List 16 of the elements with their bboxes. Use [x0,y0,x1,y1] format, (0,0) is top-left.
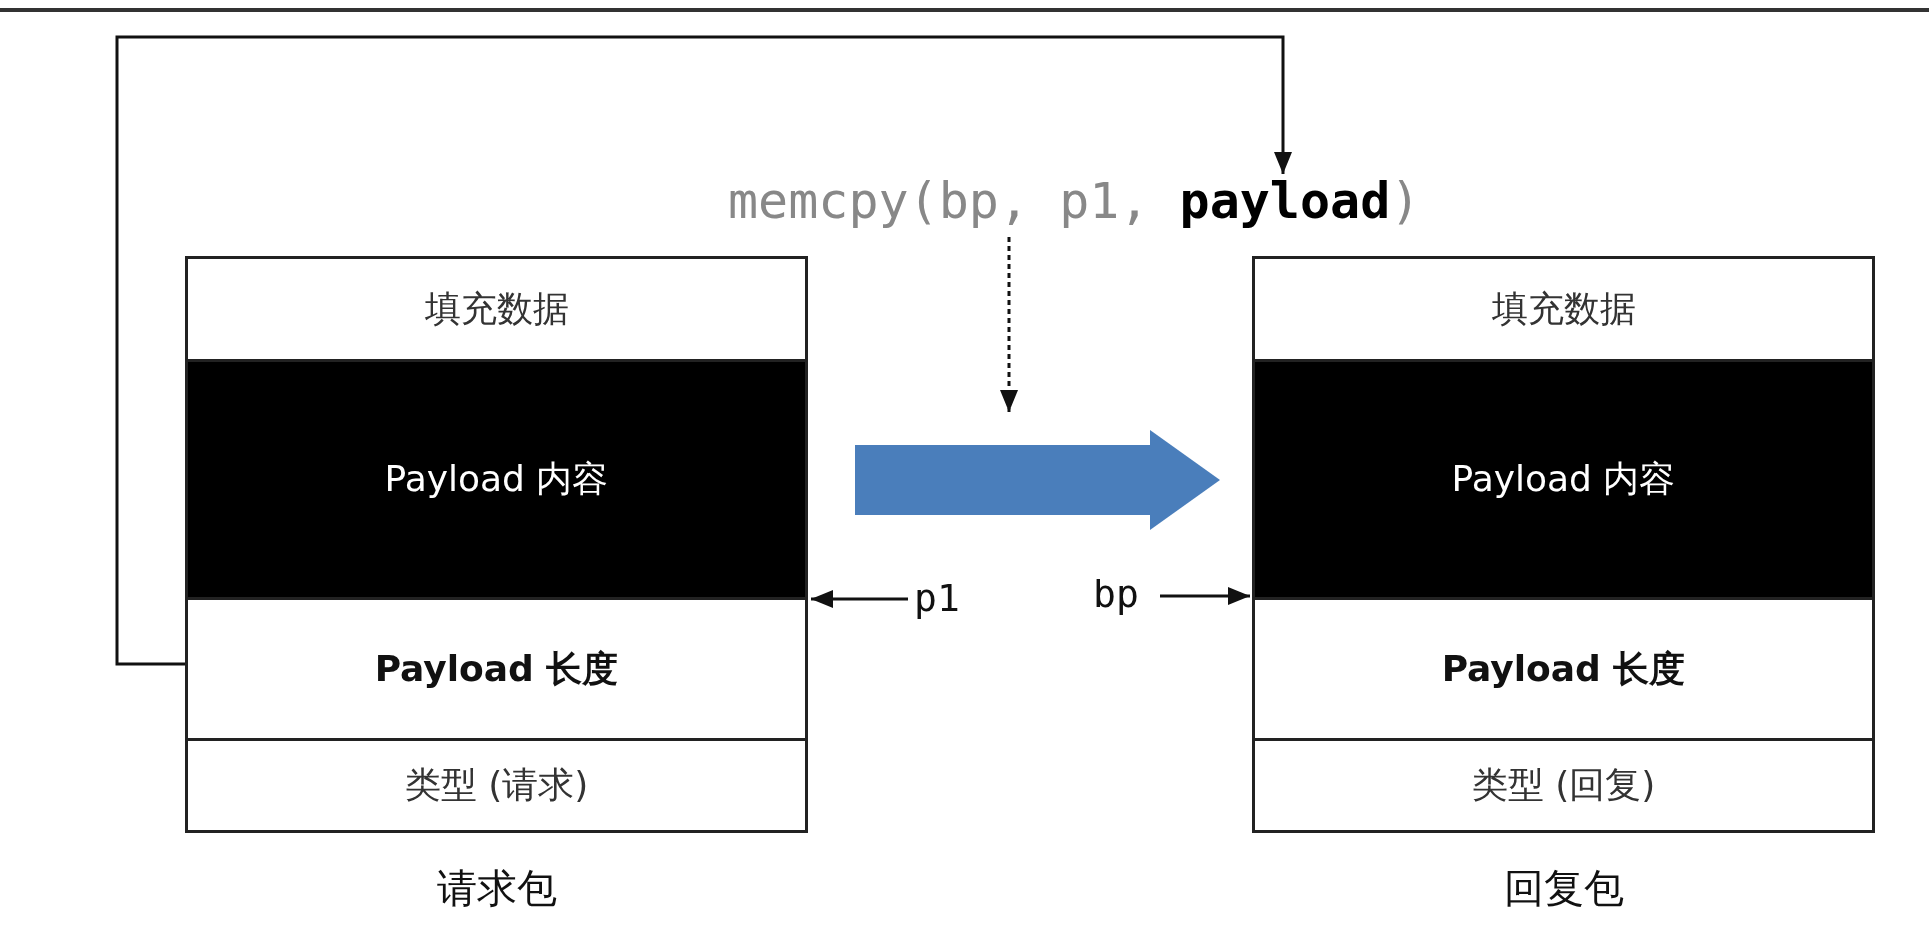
packet-caption: 请求包 [435,864,558,913]
packet-field: Payload 内容 [185,359,808,600]
packet-field: 类型 (回复) [1252,738,1875,833]
packet-field: 类型 (请求) [185,738,808,833]
arrow [115,35,1292,666]
packet-field: Payload 长度 [185,597,808,741]
pointer-label: p1 [914,576,960,620]
block-arrow [855,430,1220,530]
code-text: memcpy(bp, p1, payload) [728,174,1421,229]
arrow [811,590,908,608]
packet-caption: 回复包 [1502,864,1625,913]
arrow [1160,587,1250,605]
packet-field: Payload 内容 [1252,359,1875,600]
packet-field: Payload 长度 [1252,597,1875,741]
pointer-label: bp [1093,572,1139,616]
arrow [1000,237,1018,412]
